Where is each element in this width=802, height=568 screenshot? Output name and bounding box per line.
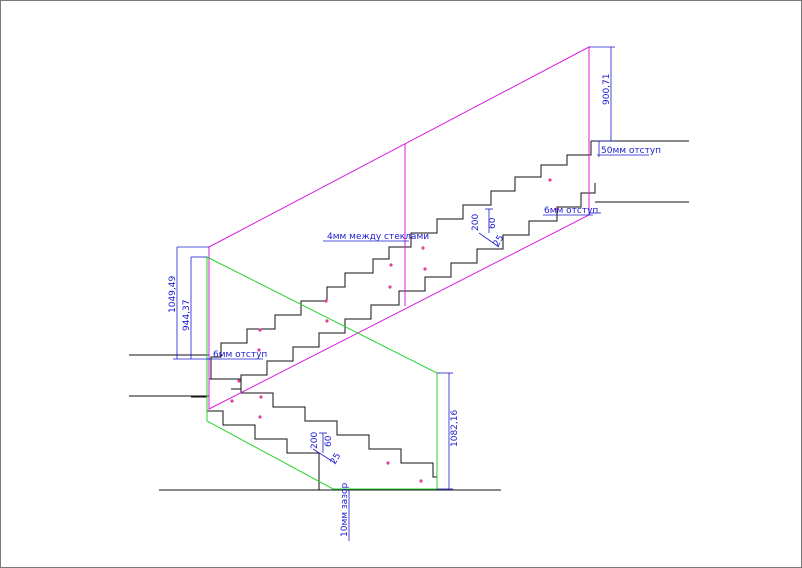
- dimension-lines: [173, 46, 649, 541]
- upper-step-depth-label: 25: [492, 234, 506, 249]
- upper-offset-label: 50мм отступ: [601, 146, 661, 156]
- upper-height-label: 900,71: [602, 74, 612, 106]
- lower-step-depth-label: 25: [329, 452, 343, 467]
- lower-glass-panel: [206, 256, 438, 490]
- lower-step-width-label: 60: [324, 435, 334, 447]
- left-height-inner-label: 944,37: [182, 300, 192, 332]
- lower-flight-risers: [191, 396, 320, 490]
- upper-step-width-label: 60: [488, 217, 498, 229]
- upper-step-height-label: 200: [471, 214, 481, 231]
- upper-flight-risers: [231, 183, 596, 390]
- lower-step-height-label: 200: [310, 432, 320, 449]
- left-height-outer-label: 1049,49: [168, 276, 178, 313]
- lower-height-label: 1082,16: [450, 410, 460, 447]
- lower-flight-steps: [209, 378, 437, 478]
- bottom-gap-label: 10мм зазор: [340, 483, 350, 537]
- upper-right-offset-label: 6мм отступ: [544, 206, 598, 216]
- bolt-holes: [230, 178, 559, 483]
- upper-flight-steps: [210, 141, 592, 379]
- between-glass-label: 4мм между стеклами: [327, 232, 429, 242]
- left-offset-label: 6мм отступ: [213, 350, 267, 360]
